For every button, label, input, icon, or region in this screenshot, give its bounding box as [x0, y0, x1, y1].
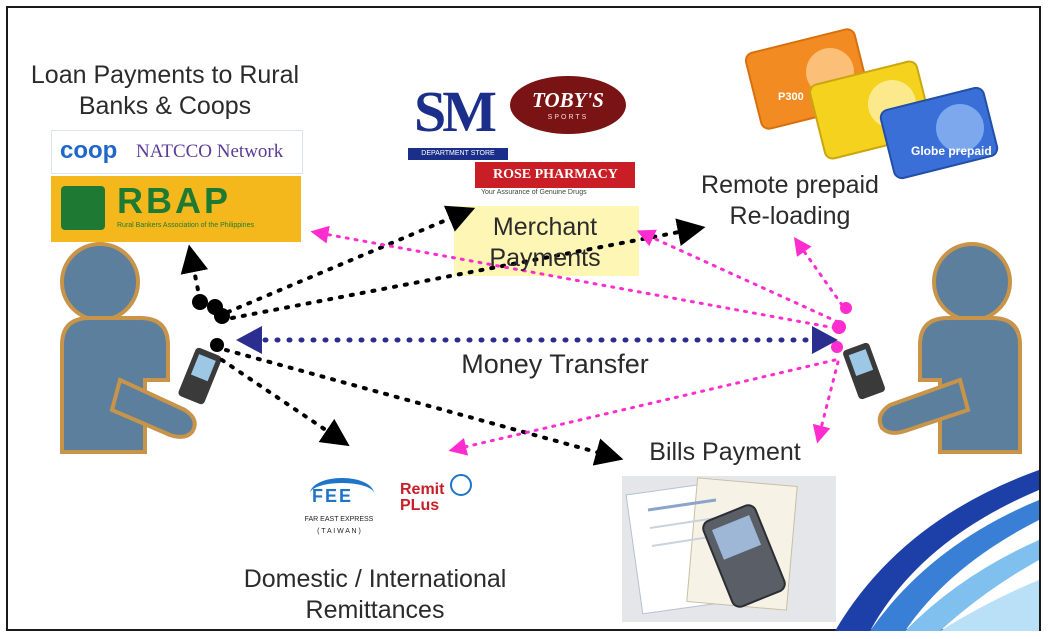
- phone-icon: [843, 342, 885, 400]
- globe-card-value: P300: [778, 91, 804, 103]
- pink-flow-arrows: [310, 225, 844, 456]
- rbap-subtext: Rural Bankers Association of the Philipp…: [117, 222, 254, 229]
- fee-subtext: FAR EAST EXPRESS: [304, 516, 374, 523]
- fee-swoosh-icon: [310, 478, 374, 509]
- rbap-text: RBAP: [117, 180, 232, 221]
- natcco-logo: coop NATCCO Network: [51, 130, 303, 174]
- merchant-payments-box: [454, 206, 639, 276]
- bill-docs-icon: [622, 476, 836, 622]
- merchant-payments-label: Merchant Payments: [489, 213, 601, 273]
- rose-pharmacy-logo: ROSE PHARMACY Your Assurance of Genuine …: [475, 162, 635, 200]
- money-transfer-label: Money Transfer: [461, 349, 649, 379]
- rose-pharmacy-text: ROSE PHARMACY: [493, 167, 618, 182]
- globe-brand-text: Globe prepaid: [911, 144, 992, 158]
- rbap-emblem-icon: [61, 186, 105, 230]
- sm-text: SM: [414, 79, 497, 144]
- natcco-network-text: NATCCO Network: [136, 141, 284, 162]
- person-left-icon: [60, 242, 197, 454]
- tobys-text: TOBY'S: [532, 88, 604, 112]
- sm-subtext: DEPARTMENT STORE: [408, 148, 508, 160]
- swoosh-decoration: [835, 470, 1039, 631]
- phone-icon: [178, 347, 222, 405]
- sm-logo: SM DEPARTMENT STORE: [408, 78, 508, 162]
- far-east-express-logo: FEE FAR EAST EXPRESS ( T A I W A N ): [296, 476, 382, 548]
- remittances-label: Domestic / International Remittances: [243, 565, 507, 625]
- fee-text: FEE: [312, 486, 354, 506]
- tobys-logo: TOBY'S SPORTS: [510, 76, 626, 134]
- fee-subtext-2: ( T A I W A N ): [317, 528, 361, 535]
- rose-pharmacy-banner: [475, 162, 635, 188]
- rbap-logo: RBAP Rural Bankers Association of the Ph…: [51, 176, 301, 242]
- person-right-icon: [877, 242, 1022, 454]
- pink-hub-dots: [831, 302, 852, 353]
- natcco-coop-mark: coop: [60, 137, 118, 164]
- black-hub-dots: [192, 294, 230, 352]
- tobys-subtext: SPORTS: [547, 114, 589, 121]
- globe-card-icon: P300 Globe prepaid: [744, 28, 999, 180]
- money-transfer-arrow: [236, 326, 838, 354]
- remote-prepaid-label: Remote prepaid Re-loading: [701, 171, 879, 231]
- black-flow-arrows: [180, 205, 706, 466]
- remit-plus-badge-icon: [450, 474, 472, 496]
- remit-plus-text: Remit PLus: [400, 481, 445, 514]
- bills-payment-label: Bills Payment: [649, 438, 801, 466]
- loan-payments-label: Loan Payments to Rural Banks & Coops: [30, 61, 300, 121]
- rose-pharmacy-subtext: Your Assurance of Genuine Drugs: [481, 189, 587, 196]
- remit-plus-logo: Remit PLus: [396, 468, 472, 552]
